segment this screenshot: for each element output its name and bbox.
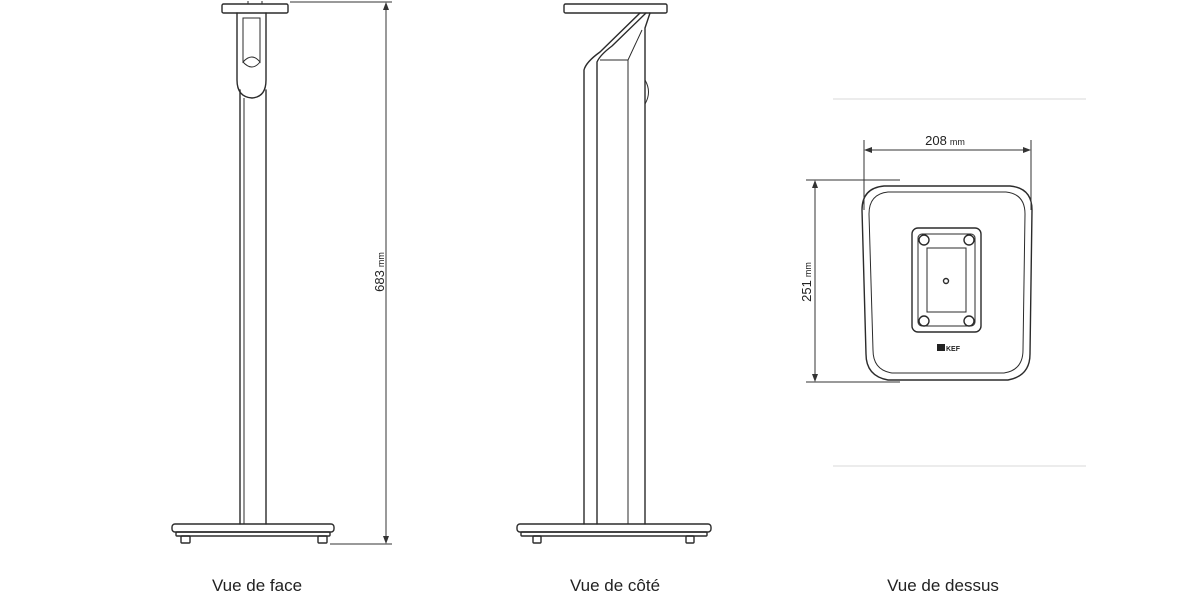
kef-logo: KEF [937, 344, 961, 353]
top-view-drawing [861, 185, 1033, 381]
depth-dimension-line [806, 179, 900, 383]
depth-dimension-label: 251mm [799, 262, 814, 302]
front-view-drawing [171, 1, 335, 544]
caption-front-view: Vue de face [211, 576, 303, 595]
height-dimension-label: 683mm [372, 252, 387, 292]
caption-side-view: Vue de côté [569, 576, 661, 595]
caption-top-view: Vue de dessus [887, 576, 999, 595]
svg-text:KEF: KEF [946, 346, 961, 353]
side-view-drawing [516, 3, 712, 544]
width-dimension-line [863, 140, 1032, 210]
height-dimension-line [290, 1, 392, 545]
